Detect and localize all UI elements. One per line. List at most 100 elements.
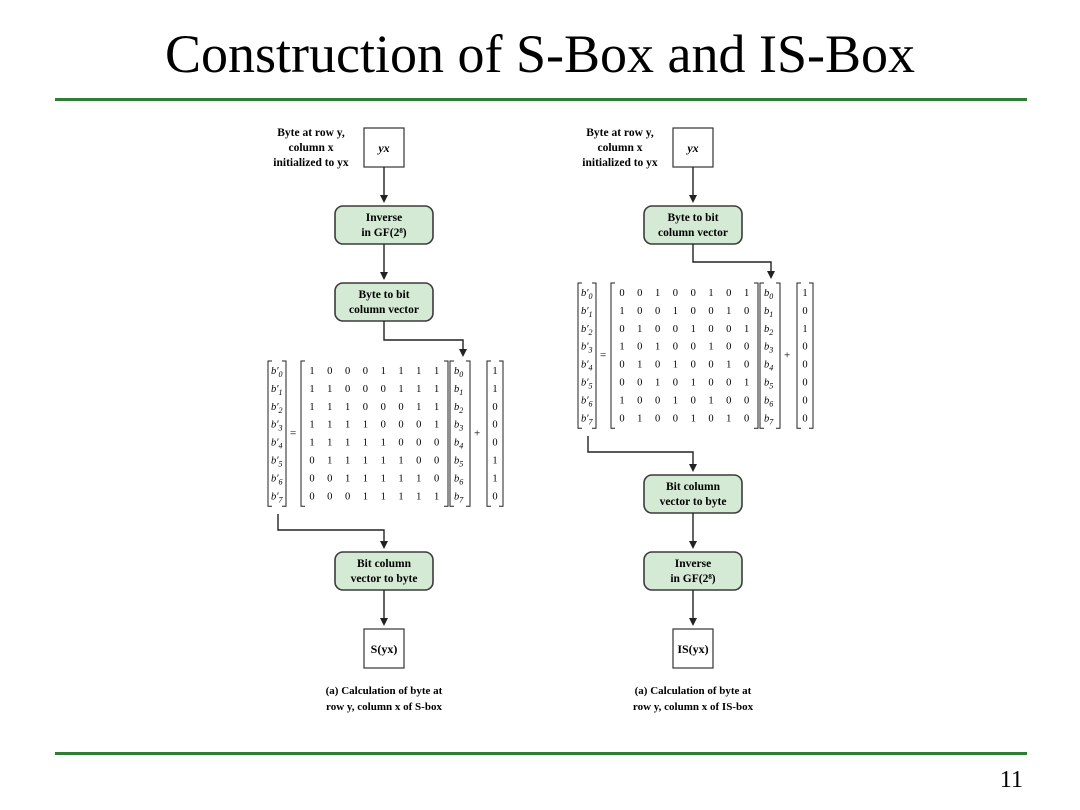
sbox-constant-cell: 0 (492, 438, 497, 449)
sbox-step1-line2: in GF(2⁸) (361, 227, 406, 239)
sbox-out-var-4: b′4 (271, 438, 283, 451)
sbox-constant-cell: 0 (492, 402, 497, 413)
sbox-matrix-cell: 0 (309, 491, 314, 502)
sbox-matrix-cell: 0 (416, 438, 421, 449)
sbox-in-var-4: b4 (454, 438, 463, 451)
isbox-matrix-cell: 1 (655, 342, 660, 353)
isbox-in-var-4: b4 (764, 360, 773, 373)
isbox-in-var-0: b0 (764, 288, 773, 301)
isbox-matrix-cell: 0 (673, 413, 678, 424)
sbox-matrix-cell: 1 (327, 402, 332, 413)
isbox-matrix-cell: 0 (619, 413, 624, 424)
isbox-input-desc-2: column x (597, 142, 642, 154)
isbox-matrix-cell: 0 (744, 342, 749, 353)
isbox-constant-cell: 0 (802, 306, 807, 317)
sbox-step3-line2: vector to byte (351, 573, 418, 585)
sbox-matrix-cell: 1 (327, 420, 332, 431)
sbox-matrix-cell: 1 (309, 402, 314, 413)
isbox-input-desc-3: initialized to yx (582, 157, 658, 169)
isbox-matrix-cell: 0 (691, 288, 696, 299)
sbox-input-desc-3: initialized to yx (273, 157, 349, 169)
page-number: 11 (999, 767, 1023, 793)
sbox-matrix-cell: 1 (381, 438, 386, 449)
sbox-matrix-cell: 1 (434, 491, 439, 502)
isbox-matrix-cell: 0 (637, 395, 642, 406)
sbox-output-box (363, 628, 405, 669)
sbox-out-var-5: b′5 (271, 456, 283, 469)
isbox-matrix-cell: 0 (708, 413, 713, 424)
isbox-matrix-cell: 1 (726, 413, 731, 424)
sbox-matrix-cell: 0 (398, 420, 403, 431)
sbox-matrix-cell: 1 (416, 366, 421, 377)
isbox-matrix-cell: 0 (655, 306, 660, 317)
sbox-matrix-cell: 1 (398, 491, 403, 502)
sbox-matrix-cell: 0 (327, 366, 332, 377)
sbox-matrix-cell: 1 (416, 402, 421, 413)
isbox-in-vector-right-bracket (776, 282, 781, 429)
isbox-out-vector-right-bracket (592, 282, 597, 429)
isbox-matrix-cell: 0 (673, 288, 678, 299)
sbox-input-desc-2: column x (288, 142, 333, 154)
sbox-matrix-cell: 0 (345, 366, 350, 377)
isbox-matrix-cell: 0 (744, 306, 749, 317)
isbox-matrix-cell: 1 (708, 342, 713, 353)
isbox-matrix-cell: 0 (637, 306, 642, 317)
sbox-matrix-cell: 1 (416, 473, 421, 484)
sbox-matrix-right-bracket (444, 360, 449, 507)
sbox-input-desc-1: Byte at row y, (277, 127, 345, 139)
sbox-in-var-3: b3 (454, 420, 463, 433)
isbox-equals-sign: = (600, 350, 606, 362)
sbox-out-var-7: b′7 (271, 491, 284, 504)
isbox-matrix-cell: 0 (655, 324, 660, 335)
isbox-matrix-cell: 1 (708, 395, 713, 406)
isbox-matrix-cell: 0 (708, 306, 713, 317)
isbox-matrix-cell: 1 (708, 288, 713, 299)
isbox-matrix-cell: 0 (726, 378, 731, 389)
sbox-in-vector-left-bracket (449, 360, 454, 507)
isbox-constant-cell: 0 (802, 342, 807, 353)
isbox-matrix-cell: 1 (744, 324, 749, 335)
sbox-matrix-cell: 0 (416, 420, 421, 431)
sbox-matrix-cell: 1 (309, 420, 314, 431)
isbox-matrix-left-bracket (610, 282, 615, 429)
isbox-matrix-cell: 1 (691, 324, 696, 335)
isbox-matrix-cell: 1 (744, 378, 749, 389)
sbox-step2-line2: column vector (349, 304, 419, 316)
sbox-matrix-cell: 1 (381, 491, 386, 502)
isbox-in-var-3: b3 (764, 342, 773, 355)
sbox-matrix-cell: 1 (381, 456, 386, 467)
sbox-constant-vector-left-bracket (486, 360, 491, 507)
sbox-matrix-cell: 0 (434, 438, 439, 449)
sbox-constant-cell: 1 (492, 384, 497, 395)
sbox-matrix-cell: 1 (398, 384, 403, 395)
isbox-matrix-cell: 1 (726, 306, 731, 317)
isbox-constant-vector-right-bracket (809, 282, 814, 429)
sbox-matrix-left-bracket (300, 360, 305, 507)
isbox-flow: Byte at row y, column x initialized to y… (577, 127, 814, 713)
sbox-matrix-cell: 1 (345, 420, 350, 431)
isbox-matrix-cell: 1 (691, 378, 696, 389)
sbox-constant-cell: 1 (492, 473, 497, 484)
sbox-constant-cell: 0 (492, 491, 497, 502)
isbox-matrix-cell: 0 (726, 288, 731, 299)
isbox-matrix-cell: 0 (708, 360, 713, 371)
isbox-output-box (672, 628, 714, 669)
isbox-input-box (672, 127, 714, 168)
isbox-matrix-cell: 0 (637, 342, 642, 353)
sbox-caption-1: (a) Calculation of byte at (326, 685, 443, 697)
isbox-out-var-1: b′1 (581, 306, 593, 319)
sbox-matrix-cell: 1 (363, 473, 368, 484)
isbox-constant-cell: 0 (802, 413, 807, 424)
sbox-matrix-cell: 1 (434, 420, 439, 431)
isbox-input-desc-1: Byte at row y, (586, 127, 654, 139)
isbox-matrix-cell: 1 (691, 413, 696, 424)
sbox-matrix-cell: 1 (398, 366, 403, 377)
isbox-constant-cell: 0 (802, 395, 807, 406)
sbox-matrix-cell: 1 (416, 491, 421, 502)
isbox-matrix-cell: 0 (726, 395, 731, 406)
sbox-out-vector-right-bracket (282, 360, 287, 507)
isbox-matrix-cell: 0 (744, 413, 749, 424)
isbox-matrix-cell: 0 (673, 378, 678, 389)
